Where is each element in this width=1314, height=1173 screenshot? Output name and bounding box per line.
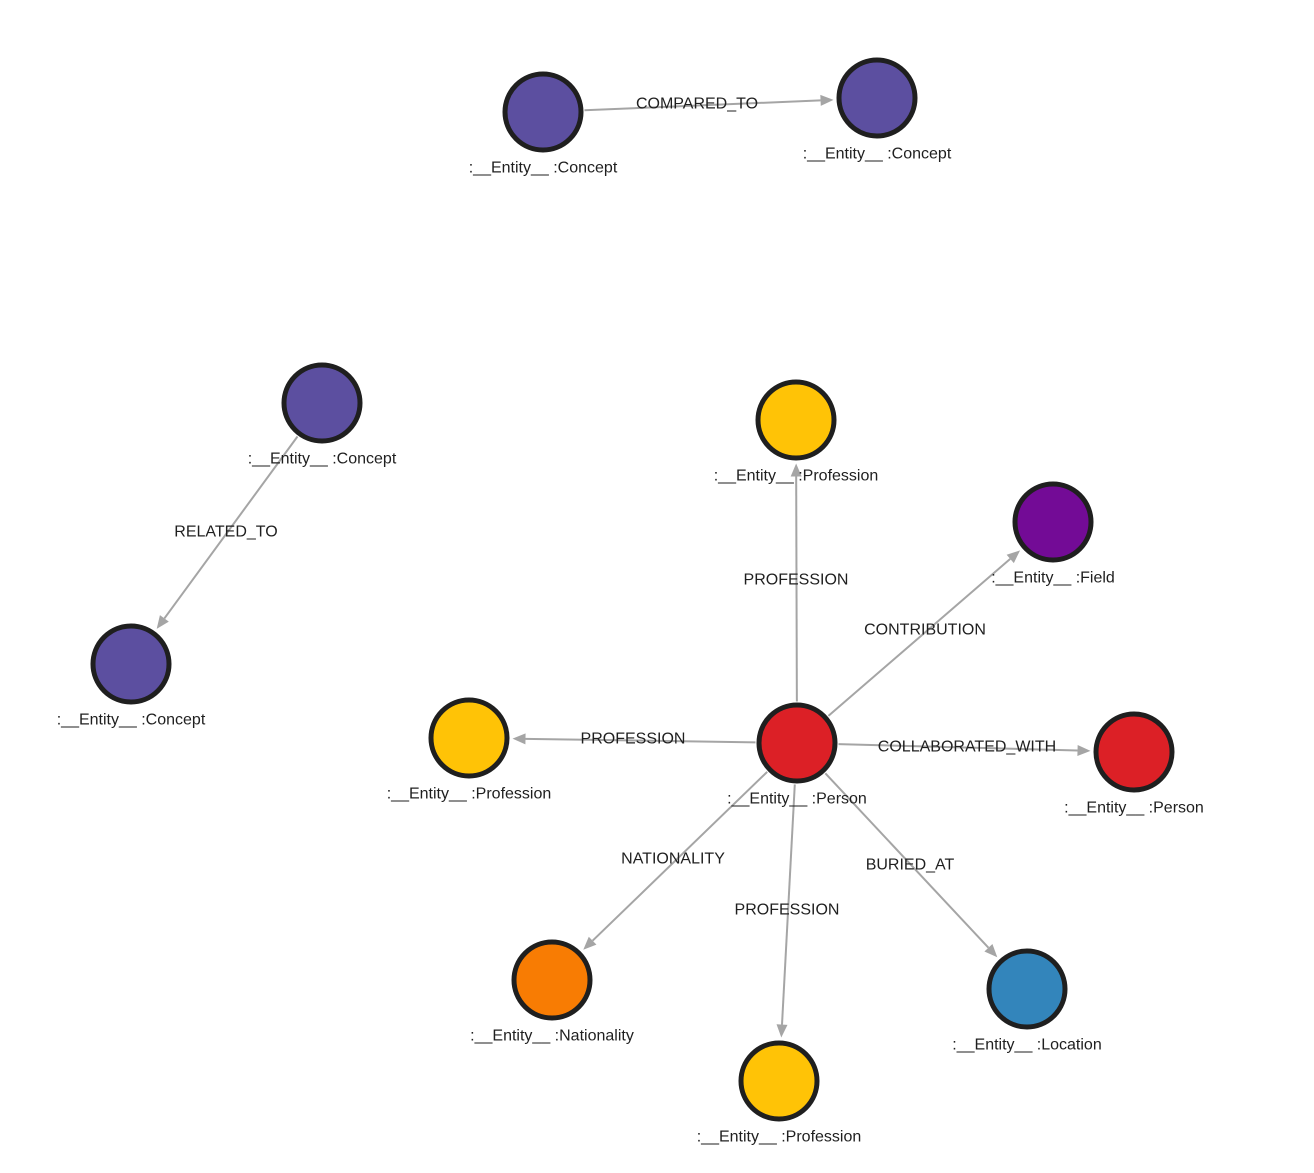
node-concept-d[interactable]: [90, 623, 172, 705]
edge-profession-down[interactable]: [781, 784, 796, 1025]
edge-label-buried-at[interactable]: BURIED_AT: [866, 857, 955, 874]
node-caption-profession-top: :__Entity__ :Profession: [714, 468, 879, 485]
edge-layer: [156, 94, 1091, 1038]
node-location-1[interactable]: [986, 948, 1068, 1030]
edge-profession-up[interactable]: [795, 476, 798, 702]
edge-label-compared-to[interactable]: COMPARED_TO: [636, 96, 758, 113]
node-layer: [90, 57, 1175, 1122]
edge-collaborated-with[interactable]: [838, 743, 1078, 752]
caption-layer: :__Entity__ :Concept :__Entity__ :Concept…: [57, 146, 1204, 1146]
node-caption-profession-bottom: :__Entity__ :Profession: [697, 1129, 862, 1146]
edge-label-contribution[interactable]: CONTRIBUTION: [864, 622, 986, 639]
node-caption-concept-b: :__Entity__ :Concept: [803, 146, 952, 163]
edge-label-profession-west[interactable]: PROFESSION: [581, 731, 686, 748]
edge-arrowhead-compared-to[interactable]: [820, 94, 834, 106]
edge-label-layer: COMPARED_TO RELATED_TO PROFESSION CONTRIBUT…: [174, 96, 1056, 919]
edge-related-to[interactable]: [163, 435, 299, 619]
edge-arrowhead-collaborated-with[interactable]: [1077, 744, 1091, 756]
edge-arrowhead-profession-west[interactable]: [512, 733, 526, 745]
edge-label-related-to[interactable]: RELATED_TO: [174, 524, 277, 541]
edge-label-collaborated-with[interactable]: COLLABORATED_WITH: [878, 739, 1056, 756]
node-field-1[interactable]: [1012, 481, 1094, 563]
node-profession-left[interactable]: [428, 697, 510, 779]
node-caption-concept-a: :__Entity__ :Concept: [469, 160, 618, 177]
node-concept-a[interactable]: [502, 71, 584, 153]
edge-contribution[interactable]: [827, 558, 1011, 717]
edge-arrowhead-related-to[interactable]: [156, 615, 169, 629]
node-profession-bottom[interactable]: [738, 1040, 820, 1122]
node-caption-person-center: :__Entity__ :Person: [727, 791, 867, 808]
edge-nationality[interactable]: [591, 771, 768, 942]
node-caption-concept-c: :__Entity__ :Concept: [248, 451, 397, 468]
edge-arrowhead-contribution[interactable]: [1006, 550, 1021, 564]
node-caption-nationality-1: :__Entity__ :Nationality: [470, 1028, 634, 1045]
node-concept-c[interactable]: [281, 362, 363, 444]
edge-arrowhead-nationality[interactable]: [583, 936, 597, 950]
node-person-center[interactable]: [756, 702, 838, 784]
node-caption-person-right: :__Entity__ :Person: [1064, 800, 1204, 817]
edge-arrowhead-buried-at[interactable]: [984, 943, 998, 958]
edge-label-nationality[interactable]: NATIONALITY: [621, 851, 725, 868]
edge-arrowhead-profession-down[interactable]: [776, 1024, 788, 1038]
edge-arrowhead-profession-up[interactable]: [790, 463, 802, 477]
node-person-right[interactable]: [1093, 711, 1175, 793]
node-profession-top[interactable]: [755, 379, 837, 461]
edge-profession-west[interactable]: [525, 737, 756, 744]
node-caption-field-1: :__Entity__ :Field: [991, 570, 1115, 587]
edge-buried-at[interactable]: [824, 772, 990, 949]
node-concept-b[interactable]: [836, 57, 918, 139]
node-caption-concept-d: :__Entity__ :Concept: [57, 712, 206, 729]
node-caption-location-1: :__Entity__ :Location: [952, 1037, 1101, 1054]
edge-label-profession-down[interactable]: PROFESSION: [735, 902, 840, 919]
edge-label-profession-up[interactable]: PROFESSION: [744, 572, 849, 589]
node-caption-profession-left: :__Entity__ :Profession: [387, 786, 552, 803]
edge-compared-to[interactable]: [584, 99, 821, 112]
node-nationality-1[interactable]: [511, 939, 593, 1021]
